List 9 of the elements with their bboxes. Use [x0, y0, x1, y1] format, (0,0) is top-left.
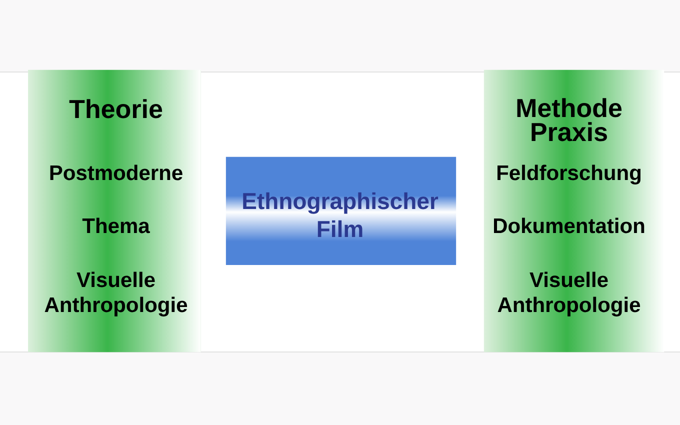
topic-label: Thema [82, 218, 150, 234]
topic-label: Visuelle Anthropologie [498, 272, 640, 316]
topic-label: Feldforschung [498, 164, 641, 184]
topic-label: Postmoderne [50, 164, 182, 180]
topic-label: Visuelle Anthropologie [44, 272, 188, 316]
box-title: Ethnographischer Film [243, 192, 438, 237]
heading: Theorie [69, 99, 162, 118]
heading: Methode Praxis [517, 98, 622, 142]
topic-label: Dokumentation [494, 218, 644, 234]
